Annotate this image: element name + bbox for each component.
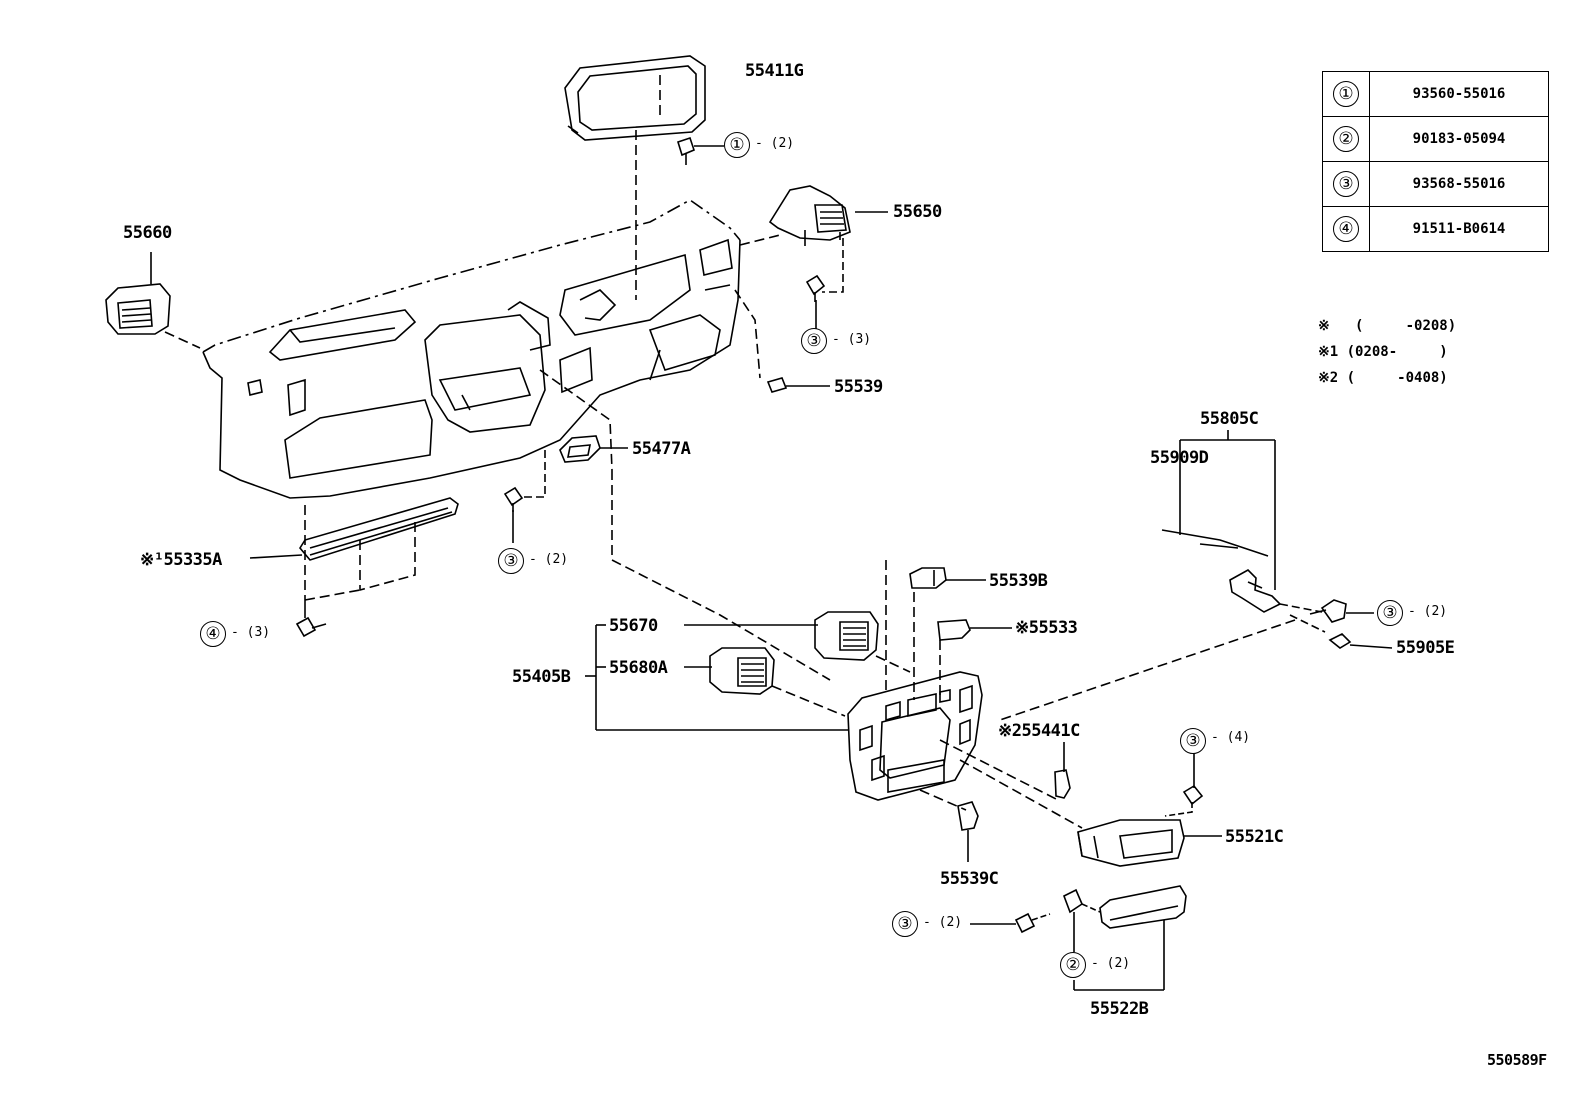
- label-55905E: 55905E: [1396, 638, 1455, 658]
- label-55477A: 55477A: [632, 439, 691, 459]
- label-55660: 55660: [123, 223, 172, 243]
- fastener-3-qty: - (3): [832, 332, 872, 347]
- cable-bracket-55805C: [1161, 529, 1282, 613]
- fastener-1-qty: - (2): [755, 136, 795, 151]
- legend-row: ② 90183-05094: [1322, 116, 1549, 162]
- under-cover-55335A: [299, 497, 459, 561]
- fastener-3-icon: ③: [1377, 600, 1403, 626]
- fastener-3-icon: ③: [801, 328, 827, 354]
- pocket-55521C: [1077, 819, 1185, 867]
- legend-part-number: 91511-B0614: [1369, 206, 1549, 252]
- fastener-3-qty: - (2): [923, 915, 963, 930]
- fastener-3-icon: ③: [892, 911, 918, 937]
- legend-row: ④ 91511-B0614: [1322, 206, 1549, 252]
- screw-3a: [805, 274, 826, 302]
- label-55335A: ※¹55335A: [140, 550, 222, 570]
- plug-55539: [766, 377, 788, 393]
- cluster-finish-panel-55411G: [564, 55, 706, 141]
- screw-3b: [503, 486, 524, 512]
- side-register-55650: [768, 185, 851, 246]
- fastener-2-icon: ②: [1060, 952, 1086, 978]
- label-55650: 55650: [893, 202, 942, 222]
- legend-symbol: ④: [1333, 216, 1359, 242]
- legend-symbol: ③: [1333, 171, 1359, 197]
- plug-55533: [937, 619, 971, 641]
- label-55405B: 55405B: [512, 667, 571, 687]
- fastener-4-qty: - (3): [231, 625, 271, 640]
- legend-part-number: 93560-55016: [1369, 71, 1549, 117]
- label-55533: ※55533: [1015, 618, 1078, 638]
- label-55539: 55539: [834, 377, 883, 397]
- instrument-panel: [202, 199, 741, 499]
- fastener-3-qty: - (2): [1408, 604, 1448, 619]
- cover-55522B: [1099, 885, 1187, 929]
- screw-3d: [1164, 784, 1204, 817]
- legend-part-number: 90183-05094: [1369, 116, 1549, 162]
- label-55805C: 55805C: [1200, 409, 1259, 429]
- plug-55539B: [909, 567, 947, 589]
- fastener-legend-table: ① 93560-55016 ② 90183-05094 ③ 93568-5501…: [1322, 71, 1549, 252]
- center-register-55680A: [709, 647, 775, 695]
- clip-55905E: [1328, 633, 1352, 649]
- legend-symbol: ②: [1333, 126, 1359, 152]
- note-line: ※1 (0208- ): [1318, 344, 1448, 360]
- center-register-55670: [814, 611, 879, 661]
- screw-1: [677, 136, 695, 165]
- screw-3e: [1014, 912, 1051, 934]
- side-register-55660: [105, 283, 171, 335]
- fastener-2-qty: - (2): [1091, 956, 1131, 971]
- label-55539C: 55539C: [940, 869, 999, 889]
- clip-55441C: [1054, 769, 1071, 799]
- label-55522B: 55522B: [1090, 999, 1149, 1019]
- switch-55477A: [559, 435, 601, 463]
- bracket-2: [1062, 888, 1083, 914]
- label-55441C: ※255441C: [998, 721, 1080, 741]
- label-55670: 55670: [609, 616, 658, 636]
- label-55680A: 55680A: [609, 658, 668, 678]
- legend-row: ① 93560-55016: [1322, 71, 1549, 117]
- label-55521C: 55521C: [1225, 827, 1284, 847]
- fastener-3-qty: - (4): [1211, 730, 1251, 745]
- fastener-3-qty: - (2): [529, 552, 569, 567]
- screw-4: [295, 616, 327, 638]
- legend-row: ③ 93568-55016: [1322, 161, 1549, 207]
- legend-part-number: 93568-55016: [1369, 161, 1549, 207]
- fastener-3-icon: ③: [1180, 728, 1206, 754]
- fastener-1-icon: ①: [724, 132, 750, 158]
- plug-55539C: [957, 801, 979, 831]
- label-55909D: 55909D: [1150, 448, 1209, 468]
- label-55539B: 55539B: [989, 571, 1048, 591]
- note-line: ※2 ( -0408): [1318, 370, 1448, 386]
- legend-symbol: ①: [1333, 81, 1359, 107]
- note-line: ※ ( -0208): [1318, 318, 1457, 334]
- fastener-4-icon: ④: [200, 621, 226, 647]
- screw-3c: [1309, 599, 1347, 623]
- center-cluster-panel-55405B: [847, 671, 983, 801]
- label-55411G: 55411G: [745, 61, 804, 81]
- figure-number: 550589F: [1487, 1051, 1547, 1069]
- fastener-3-icon: ③: [498, 548, 524, 574]
